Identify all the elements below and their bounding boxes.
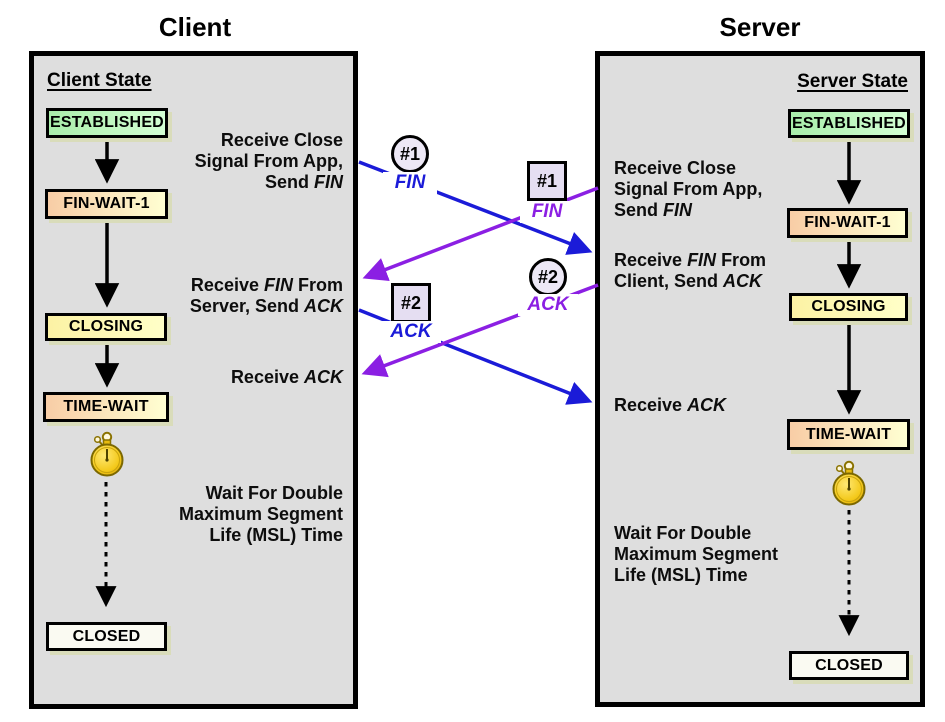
server-panel bbox=[595, 51, 925, 707]
client-title: Client bbox=[158, 12, 232, 42]
client-annotation-receive-ack: Receive ACK bbox=[230, 367, 343, 387]
server-annotation-receive-ack: Receive ACK bbox=[614, 395, 727, 415]
message-label-ack-server: ACK bbox=[518, 294, 578, 316]
client-state-fin-wait-1: FIN-WAIT-1 bbox=[45, 189, 168, 219]
server-state-closed: CLOSED bbox=[789, 651, 909, 680]
server-state-fin-wait-1: FIN-WAIT-1 bbox=[787, 208, 908, 238]
client-timer-icon bbox=[90, 431, 124, 477]
client-annotation-receive-fin: Receive FIN From Server, Send ACK bbox=[189, 275, 343, 316]
client-state-closed: CLOSED bbox=[46, 622, 167, 651]
server-state-header: Server State bbox=[797, 71, 908, 92]
client-state-header: Client State bbox=[47, 70, 152, 91]
client-state-established: ESTABLISHED bbox=[46, 108, 168, 138]
server-state-time-wait: TIME-WAIT bbox=[787, 419, 910, 450]
message-label-ack-client: ACK bbox=[381, 321, 441, 343]
server-title: Server bbox=[719, 12, 801, 42]
client-panel bbox=[29, 51, 358, 709]
client-state-closing: CLOSING bbox=[45, 313, 167, 341]
client-annotation-receive-close: Receive Close Signal From App, Send FIN bbox=[194, 130, 343, 192]
message-label-fin-server: FIN bbox=[520, 201, 574, 223]
server-timer-icon bbox=[832, 460, 866, 506]
message-label-fin-client: FIN bbox=[383, 172, 437, 194]
message-badge-1-client: #1 bbox=[391, 135, 429, 173]
server-annotation-receive-fin: Receive FIN From Client, Send ACK bbox=[614, 250, 767, 291]
client-state-time-wait: TIME-WAIT bbox=[43, 392, 169, 422]
message-badge-2-client: #2 bbox=[391, 283, 431, 323]
server-annotation-msl-wait: Wait For Double Maximum Segment Life (MS… bbox=[614, 523, 779, 585]
server-state-closing: CLOSING bbox=[789, 293, 908, 321]
client-annotation-msl-wait: Wait For Double Maximum Segment Life (MS… bbox=[178, 483, 343, 545]
server-annotation-receive-close: Receive Close Signal From App, Send FIN bbox=[614, 158, 763, 220]
message-badge-1-server: #1 bbox=[527, 161, 567, 201]
message-badge-2-server: #2 bbox=[529, 258, 567, 296]
server-state-established: ESTABLISHED bbox=[788, 109, 910, 138]
